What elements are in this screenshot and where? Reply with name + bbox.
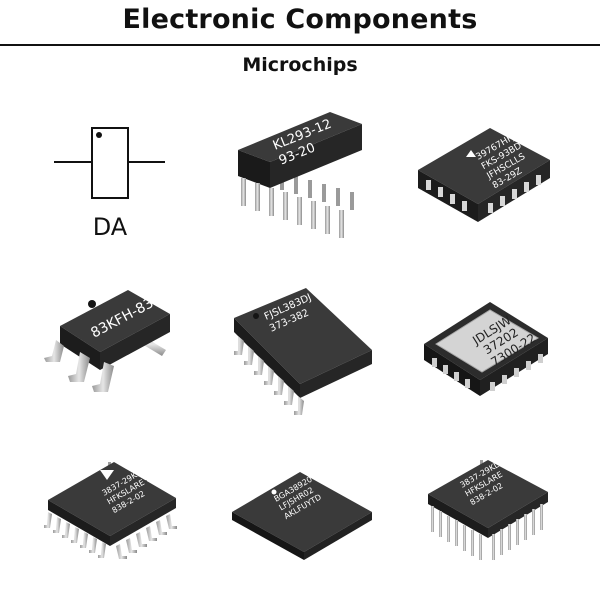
- chip-qfn-a: 39767HFJK FKS-93BD JFHSCLLS 83-29Z: [418, 128, 550, 222]
- chip-soic14: FJSL383DJ 373-382: [234, 288, 372, 415]
- chip-plcc: JDLSJW 37202 7300-22: [424, 302, 548, 396]
- chip-sot223: 83KFH-83: [44, 290, 170, 392]
- title-divider: [0, 44, 600, 46]
- page-subtitle: Microchips: [242, 54, 358, 76]
- page-title: Electronic Components: [122, 4, 478, 35]
- chip-qfp-a: 3837-29KL HFKSLARE 838-2-02: [44, 462, 177, 559]
- symbol-label: DA: [93, 213, 128, 241]
- chip-dip16: KL293-12 93-20: [238, 112, 362, 238]
- chip-bga: BGA38920 LFJSHR02 AKLFUYTD: [232, 472, 372, 560]
- chip-schematic-symbol: DA: [54, 127, 165, 241]
- chip-qfp-b: 3837-29KL HFKSLARE 838-2-02: [428, 460, 548, 560]
